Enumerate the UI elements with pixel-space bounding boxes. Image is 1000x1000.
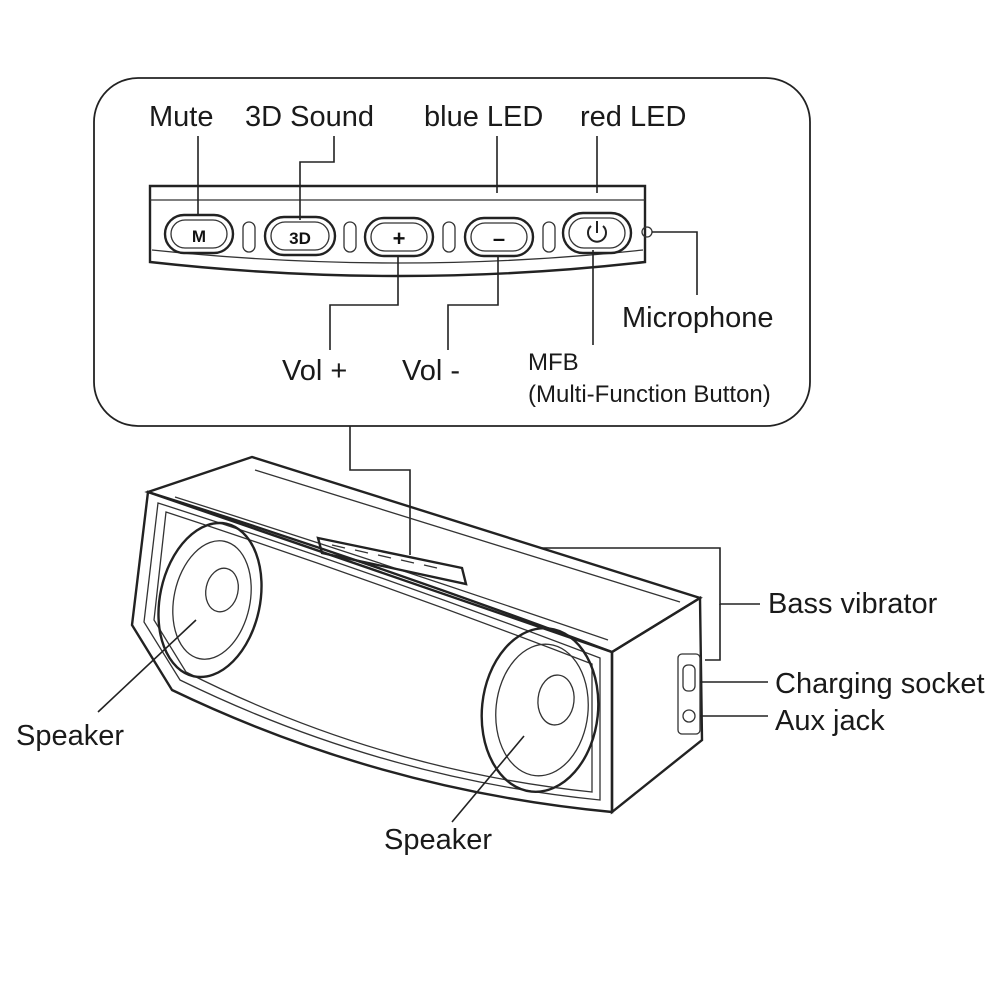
mfb-button[interactable] (561, 211, 633, 255)
bass-vibrator-label: Bass vibrator (768, 588, 938, 620)
charging-socket-label: Charging socket (775, 668, 985, 700)
vol-down-leader (447, 256, 499, 350)
port-panel (677, 653, 701, 735)
mute-button-label: M (192, 227, 206, 246)
microphone-label: Microphone (622, 302, 774, 334)
vol-up-button[interactable]: + (363, 216, 435, 258)
speaker-left-label: Speaker (16, 720, 124, 752)
speaker-left-leader (97, 619, 197, 713)
bass-vibrator-leader-top (540, 547, 760, 605)
3d-sound-button[interactable]: 3D (263, 215, 337, 257)
blue-led-label: blue LED (424, 101, 543, 133)
right-speaker-driver (480, 627, 600, 793)
vol-down-label: Vol - (402, 355, 460, 387)
mfb-description: (Multi-Function Button) (528, 381, 771, 408)
bass-vibrator-leader-bottom (705, 604, 721, 661)
vol-down-button[interactable]: – (463, 216, 535, 258)
vol-up-button-label: + (393, 226, 406, 251)
blue-led (442, 221, 456, 253)
microphone-hole (641, 226, 653, 238)
mute-label: Mute (149, 101, 213, 133)
speaker-right-leader (451, 735, 525, 823)
aux-jack (682, 709, 696, 723)
3d-sound-label: 3D Sound (245, 101, 374, 133)
vol-down-button-label: – (493, 226, 505, 251)
3d-sound-button-label: 3D (289, 229, 311, 248)
red-led (542, 221, 556, 253)
vol-up-label: Vol + (282, 355, 347, 387)
power-icon (587, 221, 607, 243)
microphone-leader (652, 231, 698, 295)
left-speaker-driver (157, 521, 263, 679)
led-slot (242, 221, 256, 253)
callout-connector (349, 426, 411, 555)
callout-box (93, 77, 811, 427)
speaker-body (130, 455, 704, 815)
charging-socket (682, 664, 696, 692)
led-slot (343, 221, 357, 253)
vol-up-leader (329, 256, 399, 350)
red-led-label: red LED (580, 101, 686, 133)
speaker-right-label: Speaker (384, 824, 492, 856)
aux-jack-label: Aux jack (775, 705, 885, 737)
top-control-strip (316, 536, 468, 586)
mute-button[interactable]: M (163, 213, 235, 255)
3d-leader (299, 136, 335, 220)
mfb-label: MFB (528, 349, 579, 376)
